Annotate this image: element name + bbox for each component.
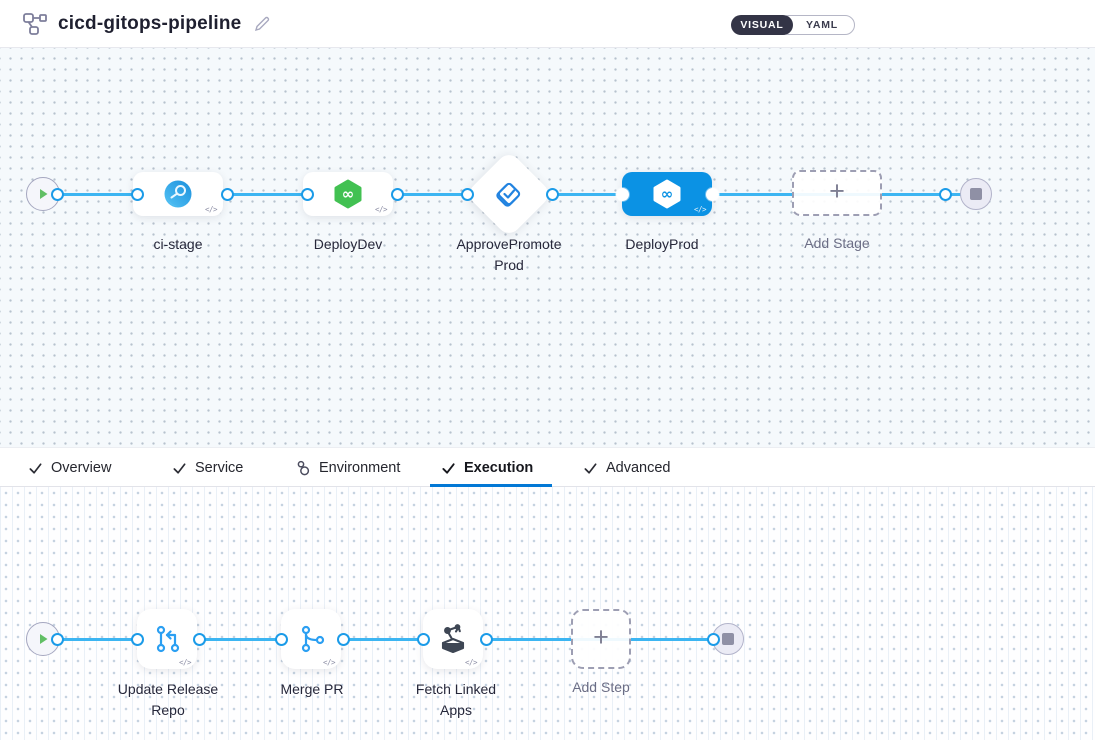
tab-service[interactable]: Service [172, 448, 243, 488]
connector-port[interactable] [300, 187, 314, 201]
stop-icon [722, 633, 734, 645]
git-update-release-repo-icon [156, 625, 180, 653]
connector-port[interactable] [50, 632, 64, 646]
yaml-toggle-button[interactable]: YAML [779, 15, 855, 35]
code-indicator-icon: </> [464, 658, 478, 667]
step-node-merge-pr[interactable]: </> [281, 609, 341, 669]
connector-port[interactable] [615, 187, 629, 201]
tab-overview[interactable]: Overview [28, 448, 111, 488]
code-indicator-icon: </> [693, 205, 707, 214]
check-icon [442, 462, 455, 474]
connector-port[interactable] [416, 632, 430, 646]
pipeline-icon [23, 12, 47, 35]
connector-port[interactable] [192, 632, 206, 646]
stage-label: ApprovePromoteProd [456, 236, 562, 273]
connector-port[interactable] [130, 187, 144, 201]
connector-port[interactable] [705, 187, 719, 201]
step-node-update-release-repo[interactable]: </> [137, 609, 197, 669]
step-node-fetch-linked-apps[interactable]: </> [423, 609, 483, 669]
plus-icon: + [829, 176, 845, 206]
approval-stage-icon [496, 182, 521, 207]
tab-label: Execution [464, 460, 534, 476]
connector-port[interactable] [130, 632, 144, 646]
stage-pipeline-canvas[interactable]: </> ci-stage ∞ </> DeployDev ApproveProm… [0, 48, 1095, 447]
check-icon [29, 462, 42, 474]
tab-label: Overview [51, 460, 112, 476]
code-indicator-icon: </> [178, 658, 192, 667]
add-step-button[interactable]: + [571, 609, 631, 669]
step-label: Update Release Repo [117, 681, 219, 718]
code-indicator-icon: </> [374, 205, 388, 214]
play-icon [40, 634, 48, 644]
connector-port[interactable] [50, 187, 64, 201]
ci-stage-icon [164, 180, 192, 208]
stop-icon [970, 188, 982, 200]
connector-line [43, 637, 728, 641]
stage-node-deploydev[interactable]: ∞ </> [303, 172, 393, 216]
connector-port[interactable] [479, 632, 493, 646]
add-stage-label: Add Stage [804, 235, 870, 251]
header: cicd-gitops-pipeline YAML VISUAL [0, 0, 1095, 48]
environment-icon [297, 460, 310, 476]
add-step-label: Add Step [572, 679, 630, 695]
svg-text:∞: ∞ [342, 185, 355, 203]
step-label: Fetch Linked Apps [415, 681, 497, 718]
connector-port[interactable] [545, 187, 559, 201]
execution-steps-canvas[interactable]: </> Update Release Repo </> Merge PR </>… [0, 487, 1095, 740]
code-indicator-icon: </> [204, 205, 218, 214]
check-icon [584, 462, 597, 474]
add-stage-button[interactable]: + [792, 170, 882, 216]
check-icon [173, 462, 186, 474]
tab-environment[interactable]: Environment [296, 448, 400, 488]
edit-pipeline-name-icon[interactable] [253, 15, 271, 33]
tab-advanced[interactable]: Advanced [583, 448, 671, 488]
tab-execution[interactable]: Execution [441, 448, 533, 488]
step-label: Merge PR [280, 681, 344, 697]
play-icon [40, 189, 48, 199]
code-indicator-icon: </> [322, 658, 336, 667]
tab-label: Environment [319, 460, 401, 476]
connector-port[interactable] [220, 187, 234, 201]
plus-icon: + [593, 622, 609, 652]
git-merge-pr-icon [301, 625, 325, 653]
connector-port[interactable] [938, 187, 952, 201]
cd-stage-icon: ∞ [653, 179, 681, 209]
pipeline-end-node[interactable] [960, 178, 992, 210]
svg-text:∞: ∞ [661, 185, 674, 203]
tab-label: Service [195, 460, 244, 476]
active-tab-underline [430, 484, 552, 487]
connector-port[interactable] [336, 632, 350, 646]
cd-stage-icon: ∞ [334, 179, 362, 209]
stage-label: DeployProd [625, 236, 699, 252]
connector-port[interactable] [274, 632, 288, 646]
visual-toggle-button[interactable]: VISUAL [731, 15, 793, 35]
page-title: cicd-gitops-pipeline [58, 12, 242, 34]
stage-label: ci-stage [153, 236, 203, 252]
stage-node-ci-stage[interactable]: </> [133, 172, 223, 216]
gitops-fetch-linked-apps-icon [441, 624, 465, 654]
tab-label: Advanced [606, 460, 671, 476]
stage-config-tabbar: Overview Service Environment Execution A… [0, 447, 1095, 487]
connector-port[interactable] [390, 187, 404, 201]
stage-node-deployprod[interactable]: ∞ </> [622, 172, 712, 216]
connector-port[interactable] [460, 187, 474, 201]
connector-port[interactable] [706, 632, 720, 646]
stage-label: DeployDev [313, 236, 383, 252]
